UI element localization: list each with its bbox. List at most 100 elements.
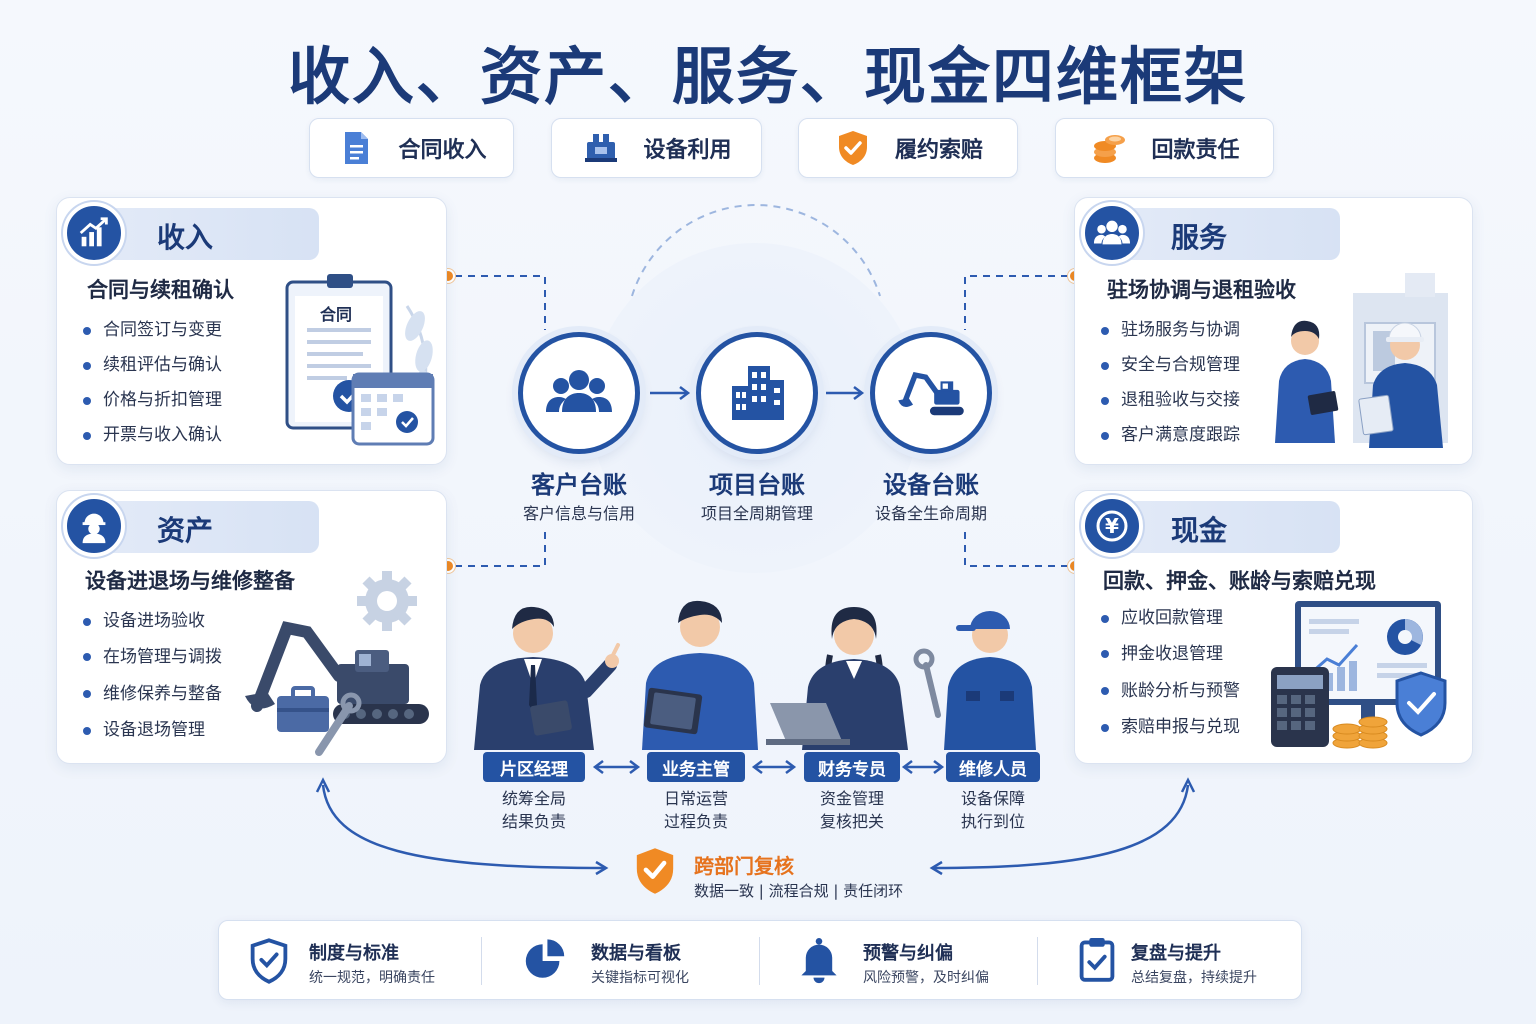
ledger-name: 项目台账 [709, 471, 805, 499]
list-item: 客户满意度跟踪 [1099, 418, 1240, 453]
clipboard-check-icon [1079, 938, 1115, 982]
card-subtitle: 合同与续租确认 [87, 278, 234, 302]
income-list: 合同签订与变更 续租评估与确认 价格与折扣管理 开票与收入确认 [81, 313, 222, 453]
income-card: 收入 合同与续租确认 合同签订与变更 续租评估与确认 价格与折扣管理 开票与收入… [56, 197, 447, 465]
list-item: 押金收退管理 [1099, 636, 1240, 673]
equipment-ledger-node [870, 332, 992, 454]
bell-icon [801, 938, 837, 984]
role-desc-line: 执行到位 [960, 812, 1025, 831]
building-icon [732, 366, 784, 420]
role-desc-line: 复核把关 [819, 812, 884, 831]
bottom-desc: 总结复盘，持续提升 [1131, 970, 1257, 986]
list-item: 合同签订与变更 [81, 313, 222, 348]
list-item: 账龄分析与预警 [1099, 673, 1240, 710]
pie-chart-icon [525, 939, 565, 978]
role-desc-line: 设备保障 [960, 789, 1025, 808]
list-item: 设备进场验收 [81, 604, 222, 639]
card-subtitle: 设备进退场与维修整备 [85, 569, 295, 593]
pill-contract-income: 合同收入 [309, 118, 514, 178]
shield-check-icon [636, 848, 674, 894]
roles-illustration [474, 600, 1036, 750]
list-item: 驻场服务与协调 [1099, 313, 1240, 348]
role-desc-line: 统筹全局 [501, 789, 566, 808]
service-staff-illustration [1275, 273, 1448, 448]
list-item: 退租验收与交接 [1099, 383, 1240, 418]
contract-illustration [285, 274, 435, 446]
list-item: 续租评估与确认 [81, 348, 222, 383]
pill-collection: 回款责任 [1055, 118, 1274, 178]
list-item: 维修保养与整备 [81, 676, 222, 713]
service-list: 驻场服务与协调 安全与合规管理 退租验收与交接 客户满意度跟踪 [1099, 313, 1240, 453]
divider [481, 937, 482, 985]
bottom-title: 预警与纠偏 [863, 943, 953, 964]
list-item: 索赔申报与兑现 [1099, 710, 1240, 745]
bottom-desc: 关键指标可视化 [591, 970, 689, 986]
assets-list: 设备进场验收 在场管理与调拨 维修保养与整备 设备退场管理 [81, 604, 222, 748]
page-title: 收入、资产、服务、现金四维框架 [287, 40, 1248, 113]
pill-label: 合同收入 [398, 138, 487, 163]
document-icon [345, 132, 369, 164]
divider [1037, 937, 1038, 985]
bottom-title: 数据与看板 [591, 943, 681, 964]
card-title: 现金 [1171, 514, 1228, 547]
role-desc: 统筹全局结果负责 [474, 787, 594, 833]
cash-card: ¥ 现金 回款、押金、账龄与索赔兑现 应收回款管理 押金收退管理 账龄分析与预警… [1074, 490, 1473, 764]
coins-icon [1094, 135, 1126, 163]
bottom-item-warning: 预警与纠偏 风险预警，及时纠偏 [767, 921, 1037, 1001]
review-title: 跨部门复核 [694, 854, 794, 878]
bottom-desc: 风险预警，及时纠偏 [863, 970, 989, 986]
bottom-bar: 制度与标准 统一规范，明确责任 数据与看板 关键指标可视化 预警与纠偏 风险预警… [218, 920, 1302, 1000]
pill-label: 回款责任 [1151, 138, 1240, 163]
cash-list: 应收回款管理 押金收退管理 账龄分析与预警 索赔申报与兑现 [1099, 601, 1240, 745]
assets-card: 资产 设备进退场与维修整备 设备进场验收 在场管理与调拨 维修保养与整备 设备退… [56, 490, 447, 764]
regional-manager-figure [474, 606, 620, 750]
role-desc-line: 过程负责 [663, 812, 728, 831]
bottom-item-dashboard: 数据与看板 关键指标可视化 [489, 921, 759, 1001]
business-supervisor-figure [642, 600, 758, 750]
excavator-icon [898, 372, 964, 416]
svg-text:¥: ¥ [1105, 514, 1119, 538]
pill-label: 设备利用 [643, 138, 732, 163]
ledger-desc: 客户信息与信用 [522, 504, 635, 523]
card-subtitle: 回款、押金、账龄与索赔兑现 [1103, 569, 1376, 593]
list-item: 安全与合规管理 [1099, 348, 1240, 383]
excavator-illustration [245, 571, 429, 756]
users-icon [546, 370, 612, 412]
card-subtitle: 驻场协调与退租验收 [1107, 278, 1296, 302]
role-tag-business-supervisor: 业务主管 [647, 752, 745, 782]
service-card: 服务 驻场协调与退租验收 驻场服务与协调 安全与合规管理 退租验收与交接 客户满… [1074, 197, 1473, 465]
card-title: 服务 [1171, 221, 1228, 254]
list-item: 在场管理与调拨 [81, 639, 222, 676]
pill-claims: 履约索赔 [798, 118, 1018, 178]
list-item: 开票与收入确认 [81, 418, 222, 453]
ledger-desc: 项目全周期管理 [700, 504, 813, 523]
role-tag-finance-specialist: 财务专员 [804, 752, 900, 782]
card-title: 资产 [157, 514, 214, 547]
shield-check-icon [838, 131, 867, 165]
list-item: 设备退场管理 [81, 713, 222, 748]
shield-check-icon [250, 938, 288, 984]
card-title: 收入 [157, 221, 214, 254]
list-item: 应收回款管理 [1099, 601, 1240, 636]
review-desc: 数据一致 | 流程合规 | 责任闭环 [694, 882, 904, 900]
customer-ledger-node [518, 332, 640, 454]
role-desc-line: 资金管理 [819, 789, 884, 808]
role-tag-regional-manager: 片区经理 [483, 752, 585, 782]
maintenance-staff-figure [913, 611, 1036, 750]
list-item: 价格与折扣管理 [81, 383, 222, 418]
role-desc: 设备保障执行到位 [933, 787, 1053, 833]
role-tag-maintenance: 维修人员 [946, 752, 1040, 782]
bottom-item-standards: 制度与标准 统一规范，明确责任 [219, 921, 479, 1001]
project-ledger-node [696, 332, 818, 454]
bottom-title: 复盘与提升 [1131, 943, 1221, 964]
machine-icon [585, 134, 618, 162]
role-desc-line: 日常运营 [663, 789, 728, 808]
ledger-desc: 设备全生命周期 [874, 504, 987, 523]
ledger-name: 客户台账 [531, 471, 627, 499]
chart-up-icon [63, 202, 125, 264]
finance-specialist-figure [766, 607, 908, 750]
bottom-item-review: 复盘与提升 总结复盘，持续提升 [1045, 921, 1303, 1001]
yen-icon: ¥ [1081, 495, 1143, 557]
finance-dashboard-illustration [1271, 601, 1447, 749]
